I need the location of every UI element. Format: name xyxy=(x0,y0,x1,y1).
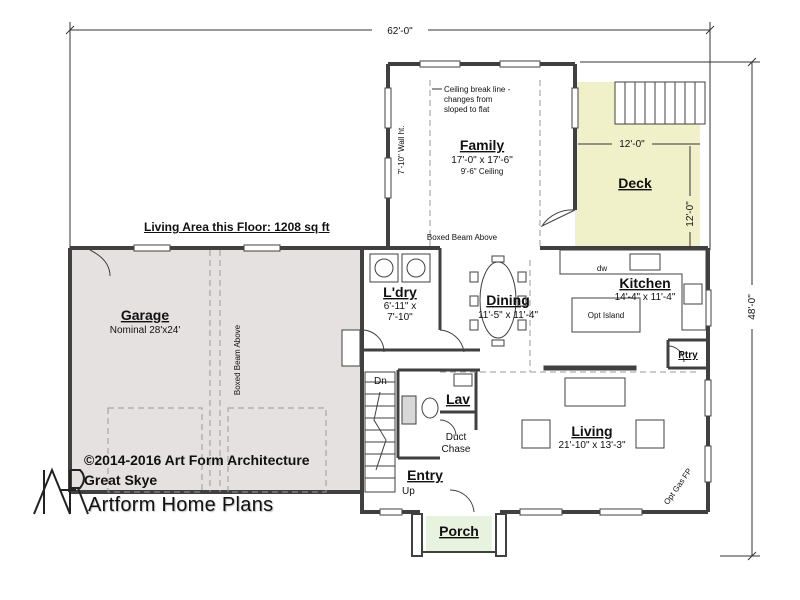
ceiling-break-note-line2: changes from xyxy=(444,95,493,104)
ceiling-break-note-line1: Ceiling break line - xyxy=(444,85,511,94)
porch xyxy=(411,513,507,557)
entry-name: Entry xyxy=(407,467,443,483)
kitchen-island-label: Opt Island xyxy=(588,311,624,320)
duct-chase-line2: Chase xyxy=(442,444,471,455)
dashed-lines xyxy=(107,80,700,493)
lav-fixtures xyxy=(401,373,473,425)
boxed-beam-garage-note: Boxed Beam Above xyxy=(233,324,242,395)
garage-floor xyxy=(72,248,362,491)
laundry-size-line2: 7'-10" xyxy=(387,312,413,323)
living-name: Living xyxy=(571,423,612,439)
living-furniture xyxy=(521,365,665,449)
staircase xyxy=(364,371,396,493)
garage-size: Nominal 28'x24' xyxy=(110,325,181,336)
lav-name: Lav xyxy=(446,391,470,407)
gas-fireplace-label: Opt Gas FP xyxy=(662,467,694,507)
interior-walls xyxy=(362,248,708,460)
kitchen-name: Kitchen xyxy=(619,275,670,291)
deck-width-label: 12'-0" xyxy=(619,139,645,150)
deck-depth-label: 12'-0" xyxy=(685,201,696,227)
deck-name: Deck xyxy=(618,175,652,191)
living-area-note: Living Area this Floor: 1208 sq ft xyxy=(144,220,330,234)
dishwasher-label: dw xyxy=(597,264,607,273)
wall-height-note: 7'-10" Wall ht. xyxy=(397,126,406,175)
windows xyxy=(133,60,712,516)
dining-name: Dining xyxy=(486,292,530,308)
artform-logo-mark xyxy=(33,467,89,515)
boxed-beam-family-note: Boxed Beam Above xyxy=(427,233,498,242)
copyright-notice: ©2014-2016 Art Form Architecture xyxy=(84,452,310,468)
garage-name: Garage xyxy=(121,307,169,323)
family-room-name: Family xyxy=(460,137,505,153)
family-room-ceiling: 9'-6" Ceiling xyxy=(461,167,504,176)
laundry-name: L'dry xyxy=(383,284,417,300)
duct-chase-line1: Duct xyxy=(446,432,467,443)
family-room-size: 17'-0" x 17'-6" xyxy=(451,155,513,166)
porch-name: Porch xyxy=(439,523,479,539)
ceiling-break-note-line3: sloped to flat xyxy=(444,105,490,114)
door-swings xyxy=(89,209,685,513)
dining-size: 11'-5" x 11'-4" xyxy=(478,310,538,321)
laundry-appliances xyxy=(369,253,431,283)
garage-step xyxy=(341,329,361,367)
brand-name: Artform Home Plans xyxy=(88,494,274,516)
living-size: 21'-10" x 13'-3" xyxy=(558,440,626,451)
overall-width-label: 62'-0" xyxy=(387,26,413,37)
deck-floor xyxy=(575,82,700,248)
plan-name: Great Skye xyxy=(84,472,158,488)
kitchen-counters xyxy=(559,249,707,333)
dining-table xyxy=(469,255,527,347)
porch-floor xyxy=(426,516,492,552)
deck-stairs xyxy=(614,81,706,125)
laundry-size-line1: 6'-11" x xyxy=(384,301,417,312)
stair-down-label: Dn xyxy=(374,376,387,387)
overall-depth-label: 48'-0" xyxy=(747,294,758,320)
kitchen-size: 14'-4" x 11'-4" xyxy=(615,292,676,303)
pantry-name: Ptry xyxy=(678,350,698,361)
stair-up-label: Up xyxy=(402,486,415,497)
